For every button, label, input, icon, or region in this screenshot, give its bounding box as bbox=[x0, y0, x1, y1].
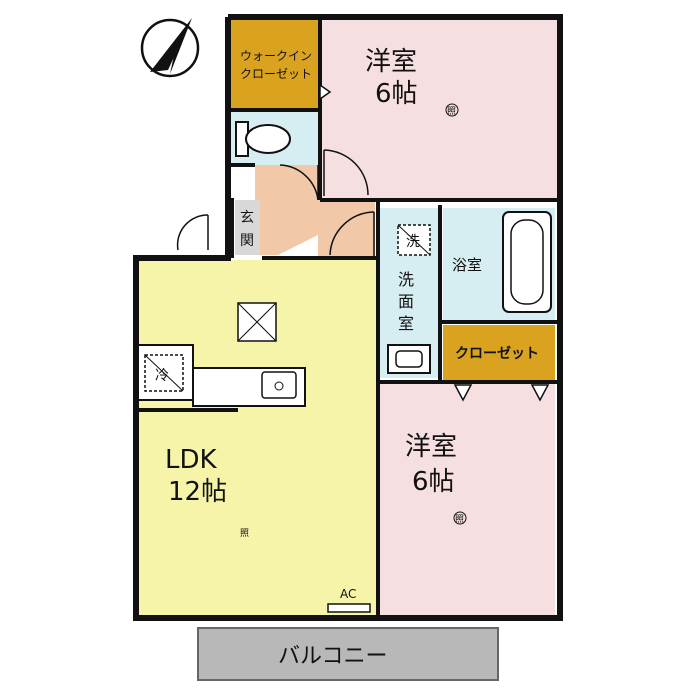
washroom-line2: 面 bbox=[398, 292, 414, 311]
entrance-hall bbox=[255, 165, 375, 258]
light-mark-bottom bbox=[453, 511, 467, 525]
interior-walls bbox=[228, 17, 560, 618]
doors bbox=[176, 83, 550, 402]
fridge-icon bbox=[144, 354, 184, 392]
entrance bbox=[235, 200, 260, 255]
walk-in-closet bbox=[230, 20, 318, 110]
vent-icon bbox=[237, 302, 277, 342]
walk-in-closet-line1: ウォークイン bbox=[240, 49, 312, 63]
washroom-line3: 室 bbox=[398, 314, 414, 333]
north-arrow-icon bbox=[140, 18, 200, 78]
western-room-bottom-size: 6帖 bbox=[412, 467, 455, 497]
ldk-name: LDK bbox=[165, 445, 218, 475]
bath-label: 浴室 bbox=[452, 256, 482, 274]
aircon-unit bbox=[327, 603, 371, 613]
light-mark-top bbox=[445, 103, 459, 117]
western-room-bottom-name: 洋室 bbox=[405, 432, 457, 462]
kitchen-sink-icon bbox=[261, 371, 297, 399]
western-room-top-name: 洋室 bbox=[365, 47, 417, 77]
entrance-line2: 関 bbox=[240, 233, 254, 249]
entrance-line1: 玄 bbox=[240, 209, 254, 226]
washroom-line1: 洗 bbox=[398, 270, 414, 289]
bathtub-icon bbox=[502, 211, 552, 313]
western-room-top-size: 6帖 bbox=[375, 79, 418, 109]
aircon-label: AC bbox=[340, 587, 356, 601]
closet-label: クローゼット bbox=[455, 345, 539, 362]
fridge-label: 冷 bbox=[155, 368, 169, 384]
western-room-top-light: 照 bbox=[447, 106, 456, 117]
western-room-bottom bbox=[380, 383, 555, 618]
ldk-size: 12帖 bbox=[168, 477, 227, 507]
closet-area bbox=[443, 325, 555, 380]
walls bbox=[133, 14, 563, 621]
toilet-icon bbox=[235, 121, 291, 157]
ldk-light: 照 bbox=[240, 528, 249, 539]
balcony bbox=[197, 627, 499, 681]
washer-label: 洗 bbox=[406, 234, 420, 250]
balcony-label: バルコニー bbox=[278, 644, 388, 669]
sink-icon bbox=[387, 344, 431, 374]
washer-icon bbox=[397, 224, 431, 256]
western-room-top bbox=[318, 20, 558, 198]
walk-in-closet-line2: クローゼット bbox=[240, 67, 312, 81]
western-room-bottom-light: 照 bbox=[455, 514, 464, 525]
